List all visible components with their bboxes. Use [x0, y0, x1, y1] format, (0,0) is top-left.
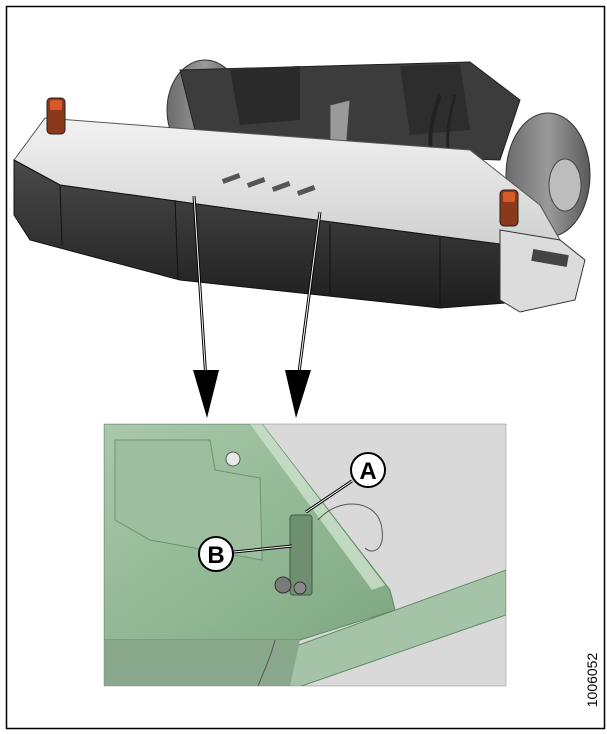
arrow-line-right-inner	[297, 211, 321, 381]
frame-detail	[230, 66, 300, 125]
callout-a-label: A	[359, 458, 376, 485]
right-light-lens	[503, 192, 515, 202]
end-shield	[499, 229, 586, 313]
bolt	[225, 451, 241, 467]
detail-frame	[103, 423, 507, 687]
callout-a-leader-inner	[305, 480, 353, 513]
wire-loop	[317, 503, 383, 552]
end-shield-decal	[531, 248, 569, 268]
latch-bracket	[289, 514, 313, 596]
arrowhead-right	[285, 370, 311, 418]
callout-b: B	[198, 536, 293, 572]
deck-housing	[13, 159, 546, 309]
shield-inner-panel	[114, 439, 263, 561]
callout-b-label: B	[207, 542, 224, 569]
right-hub	[548, 158, 582, 212]
latch-pin-2	[293, 581, 307, 595]
callout-b-leader-inner	[233, 545, 293, 553]
machine-illustration	[13, 59, 591, 313]
pointer-arrows	[192, 195, 322, 418]
housing-seam	[174, 199, 179, 279]
shield-edge-highlight	[250, 424, 385, 590]
figure-number-text: 1006052	[584, 652, 600, 708]
page-border	[5, 5, 606, 730]
callout-a-circle	[350, 452, 386, 488]
deck-lower	[104, 640, 300, 686]
callout-b-circle	[198, 536, 234, 572]
hanging-cable	[257, 639, 276, 686]
figure-number: 1006052	[580, 640, 604, 720]
arrow-line-left-inner	[193, 195, 207, 381]
vent-slots	[221, 173, 316, 196]
detail-view	[104, 424, 506, 686]
latch-pin	[274, 576, 292, 594]
callout-a: A	[305, 452, 386, 514]
housing-seam	[59, 184, 63, 246]
frame-detail-2	[400, 64, 470, 135]
arrowhead-left	[193, 370, 219, 418]
left-light-lens	[50, 100, 62, 110]
